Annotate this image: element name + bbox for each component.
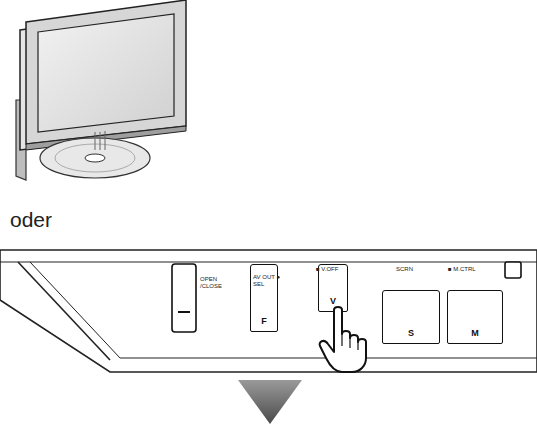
or-text: oder: [10, 208, 52, 232]
button-label: ■ M.CTRL: [448, 266, 476, 273]
control-panel: [0, 250, 537, 372]
button-label: AV OUT ● SEL: [253, 274, 281, 288]
button-key: S: [382, 290, 440, 344]
monitor-illustration: [16, 0, 186, 180]
button-label: OPEN /CLOSE: [200, 276, 230, 290]
button-letter: S: [408, 328, 414, 343]
down-arrow: [238, 380, 302, 424]
button-label: SCRN: [396, 266, 413, 273]
button-label: ■ V.OFF: [316, 266, 338, 273]
button-key: M: [447, 290, 503, 344]
pointing-hand: [318, 306, 378, 376]
button-letter: F: [261, 316, 267, 331]
button-letter: M: [471, 328, 479, 343]
